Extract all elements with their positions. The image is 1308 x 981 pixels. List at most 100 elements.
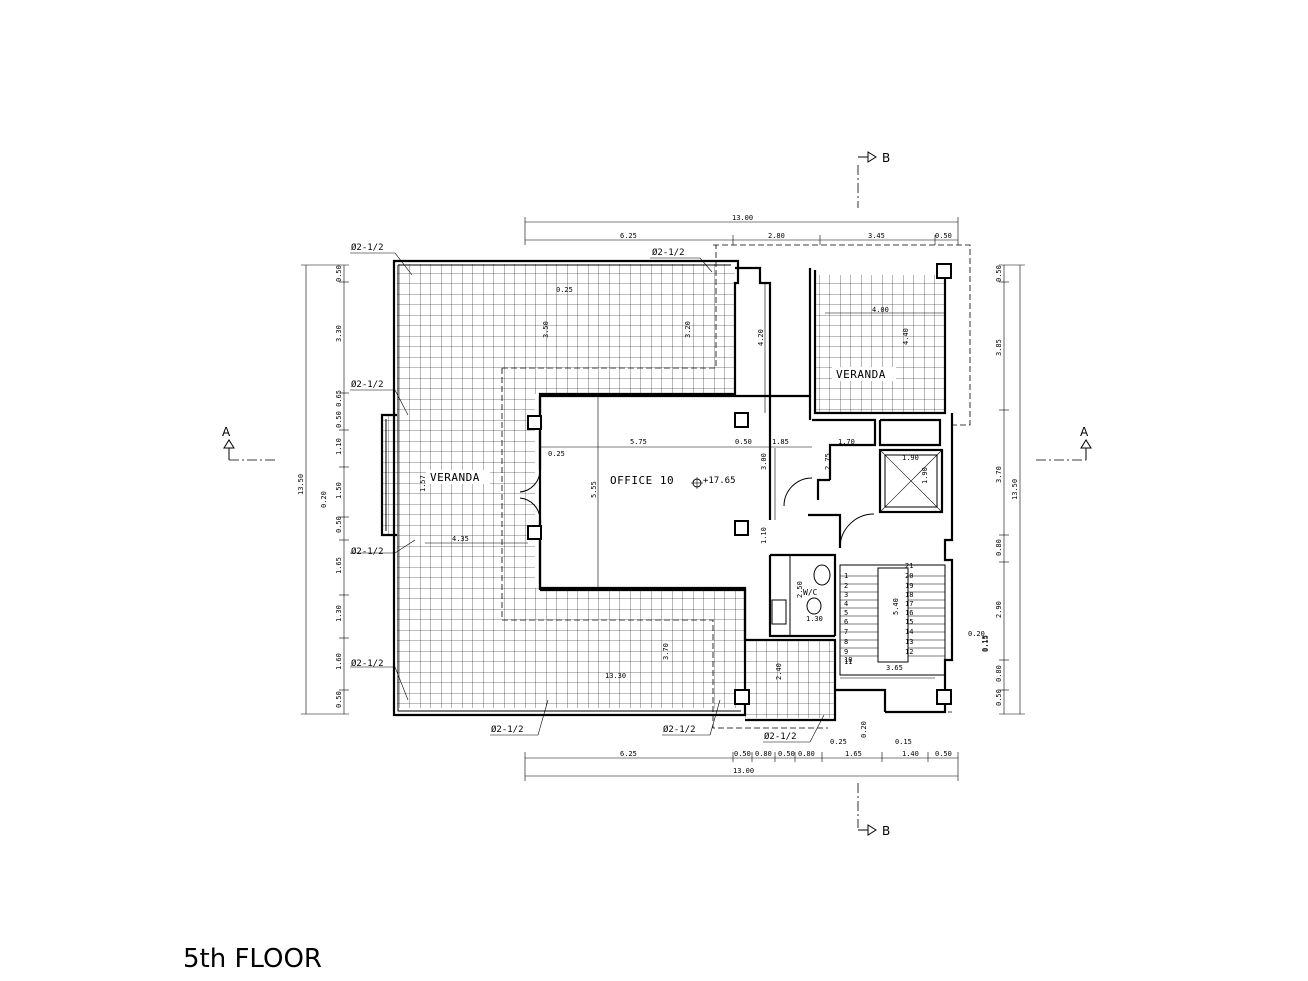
- dim-left-4: 1.10: [335, 438, 343, 455]
- dim-inner-7: 5.75: [630, 438, 647, 446]
- dim-inner-19: 1.10: [760, 527, 768, 544]
- dim-inner-15: 1.90: [902, 454, 919, 462]
- dim-inner-8: 0.50: [735, 438, 752, 446]
- dim-inner-6: 4.40: [902, 328, 910, 345]
- dim-inner-13: 3.00: [760, 453, 768, 470]
- dim-bottom-7: 1.65: [845, 750, 862, 758]
- dim-inner-5: 4.00: [872, 306, 889, 314]
- dim-bottom-9: 1.40: [902, 750, 919, 758]
- dim-top-2: 2.80: [768, 232, 785, 240]
- stair-4: 4: [844, 600, 848, 608]
- veranda-right-label-bg: [832, 367, 896, 381]
- dim-bottom-1: 6.25: [620, 750, 637, 758]
- stair-5: 5: [844, 609, 848, 617]
- drain-label-2: Ø2-1/2: [652, 247, 685, 258]
- dim-bottom-2: 0.50: [734, 750, 751, 758]
- stair-7: 7: [844, 628, 848, 636]
- dim-bottom-8: 0.15: [895, 738, 912, 746]
- dim-inner-24: 2.40: [775, 663, 783, 680]
- dimension-lines: [301, 217, 1025, 781]
- dim-right-3: 3.70: [995, 466, 1003, 483]
- stair-20: 20: [905, 572, 913, 580]
- dim-right-1: 0.50: [995, 265, 1003, 282]
- stair-10: 10: [844, 656, 852, 664]
- dim-left-11: 0.50: [335, 691, 343, 708]
- dim-bottom-3: 0.80: [755, 750, 772, 758]
- stair-6: 6: [844, 618, 848, 626]
- dim-bottom-6: 0.25: [830, 738, 847, 746]
- dim-right-8: 0.50: [995, 689, 1003, 706]
- dim-inner-2: 3.50: [542, 321, 550, 338]
- dim-right-5: 2.90: [995, 601, 1003, 618]
- stair-16: 16: [905, 609, 913, 617]
- dim-inner-14: 2.75: [824, 453, 832, 470]
- dim-inner-9: 1.85: [772, 438, 789, 446]
- dim-left-3: 0.50 0.65: [335, 390, 343, 428]
- dim-left-1: 0.50: [335, 265, 343, 282]
- stair-2: 2: [844, 582, 848, 590]
- drain-label-4: Ø2-1/2: [351, 546, 384, 557]
- dim-left-2: 3.30: [335, 325, 343, 342]
- dim-inner-1: 0.25: [556, 286, 573, 294]
- dim-inner-12: 5.55: [590, 481, 598, 498]
- dim-right-4: 0.80: [995, 539, 1003, 556]
- dim-inner-23: 13.30: [605, 672, 626, 680]
- stair-9: 9: [844, 648, 848, 656]
- dim-bottom-total: 13.00: [733, 767, 754, 775]
- drain-label-8: Ø2-1/2: [764, 731, 797, 742]
- drawing-title: 5th FLOOR: [183, 944, 322, 974]
- dim-right-6: 0.15: [982, 635, 990, 652]
- dim-left-7: 0.50: [335, 516, 343, 533]
- office-level-label: +17.65: [703, 476, 736, 486]
- dim-inner-21: 1.30: [806, 615, 823, 623]
- dim-inner-25: 5.40: [892, 598, 900, 615]
- stair-1: 1: [844, 572, 848, 580]
- dim-inner-4: 4.20: [757, 329, 765, 346]
- level-marker-icon: [691, 477, 703, 489]
- office-label: OFFICE 10: [610, 474, 674, 487]
- wc-label: W/C: [803, 588, 818, 597]
- section-b-bottom-label: B: [882, 824, 890, 838]
- dim-inner-3: 3.20: [684, 321, 692, 338]
- dim-left-5: 1.50: [335, 482, 343, 499]
- dim-right-7: 0.80: [995, 665, 1003, 682]
- dim-inner-26: 3.65: [886, 664, 903, 672]
- dim-left-8: 1.65: [335, 557, 343, 574]
- dim-inner-29: 0.15: [981, 635, 989, 652]
- dim-inner-16: 1.90: [921, 467, 929, 484]
- dim-inner-11: 0.25: [548, 450, 565, 458]
- section-a-left-label: A: [222, 425, 231, 439]
- stair-3: 3: [844, 591, 848, 599]
- drain-label-6: Ø2-1/2: [491, 724, 524, 735]
- stair-18: 18: [905, 591, 913, 599]
- stair-15: 15: [905, 618, 913, 626]
- section-b-top-label: B: [882, 151, 890, 165]
- dim-inner-10: 1.70: [838, 438, 855, 446]
- stair-12: 12: [905, 648, 913, 656]
- veranda-left-label-bg: [426, 470, 490, 484]
- dim-right-total: 13.50: [1011, 479, 1019, 500]
- stair-8: 8: [844, 638, 848, 646]
- dim-left-10: 1.60: [335, 653, 343, 670]
- stair-numbers: 21 20 19 18 17 16 15 14 13 12 11 1 2 3 4…: [844, 562, 913, 666]
- section-lines: [223, 151, 1092, 836]
- dim-top-3: 3.45: [868, 232, 885, 240]
- stair-19: 19: [905, 582, 913, 590]
- dim-bottom-10: 0.50: [935, 750, 952, 758]
- dim-top-total: 13.00: [732, 214, 753, 222]
- dim-right-2: 3.85: [995, 339, 1003, 356]
- drain-label-7: Ø2-1/2: [663, 724, 696, 735]
- dim-left-9: 1.30: [335, 605, 343, 622]
- stair-treads: [840, 575, 945, 657]
- stair-17: 17: [905, 600, 913, 608]
- stair-11: 11: [844, 658, 852, 666]
- veranda-tiling: [382, 264, 945, 718]
- stair-13: 13: [905, 638, 913, 646]
- veranda-left-label: VERANDA: [430, 471, 480, 484]
- dim-inner-27: 0.20: [860, 721, 868, 738]
- dim-top-1: 6.25: [620, 232, 637, 240]
- dim-top-4: 0.50: [935, 232, 952, 240]
- wall-lines: [380, 244, 971, 729]
- dim-left-6: 0.20: [320, 491, 328, 508]
